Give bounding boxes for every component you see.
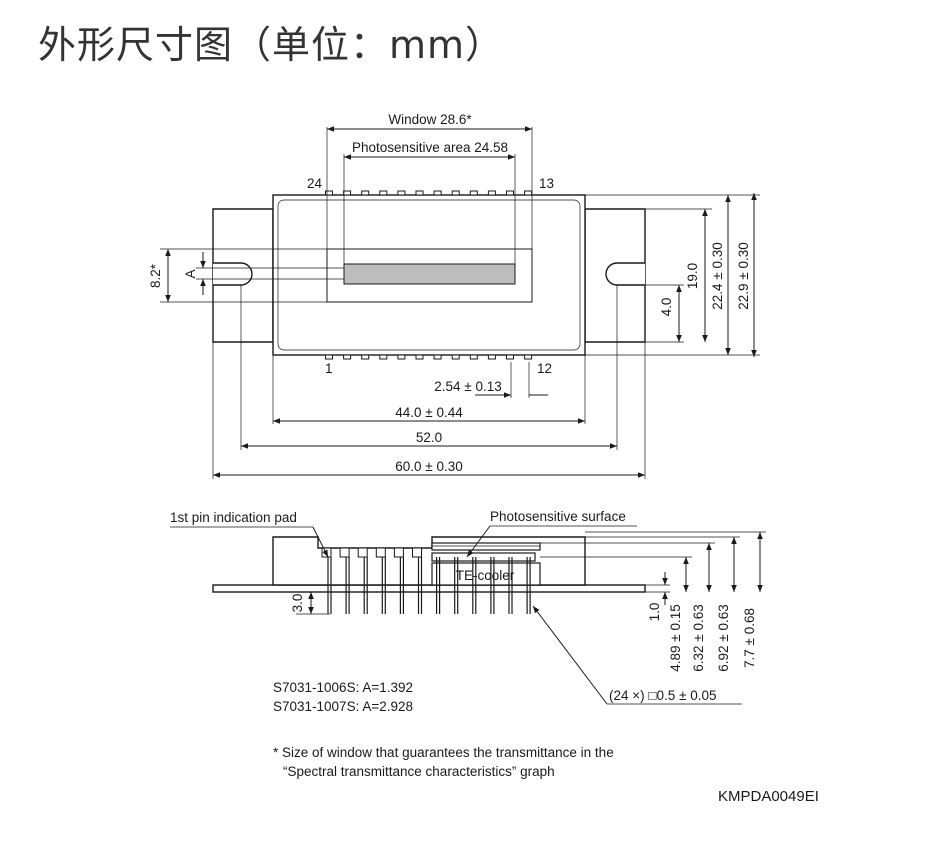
pin-pad-leader xyxy=(312,526,329,558)
top-pin xyxy=(361,190,370,196)
window-label: Window 28.6* xyxy=(388,112,472,127)
side-pin-bend xyxy=(393,547,404,558)
bottom-pin xyxy=(379,354,388,360)
side-pin-bend xyxy=(339,547,350,558)
slot-pitch-dimension: 52.0 xyxy=(416,430,442,445)
bottom-pin xyxy=(361,354,370,360)
bottom-pin xyxy=(325,354,333,360)
top-pin xyxy=(397,190,406,196)
bottom-pin xyxy=(506,354,514,360)
glass-window xyxy=(431,542,541,551)
pin-note-leader xyxy=(532,605,608,705)
bottom-pin xyxy=(451,354,460,360)
top-pin xyxy=(325,190,333,196)
bottom-pin xyxy=(487,354,496,360)
top-view: Window 28.6* Photosensitive area 24.58 2… xyxy=(148,112,760,479)
pin-size-note: (24 ×) □0.5 ± 0.05 xyxy=(609,688,717,703)
top-pin-row xyxy=(325,190,533,196)
side-pin-bend xyxy=(412,547,422,558)
pin-13-label: 13 xyxy=(539,176,554,191)
page-title: 外形尺寸图（单位：mm） xyxy=(38,23,505,67)
side-pin-bend xyxy=(375,547,386,558)
body-length-dimension: 44.0 ± 0.44 xyxy=(395,405,463,420)
top-pin xyxy=(469,190,478,196)
bottom-pin xyxy=(524,354,533,360)
pin-24-label: 24 xyxy=(307,176,323,191)
side-pin-bend xyxy=(357,547,368,558)
bottom-pin-row xyxy=(325,354,533,360)
top-pin xyxy=(379,190,388,196)
photosensitive-area xyxy=(343,263,516,285)
package-inner-outline xyxy=(277,199,581,351)
bottom-pin xyxy=(343,354,352,360)
top-pin xyxy=(343,190,352,196)
overall-length-dimension: 60.0 ± 0.30 xyxy=(395,459,462,474)
pin-12-label: 12 xyxy=(537,361,552,376)
overall-width-dimension: 22.9 ± 0.30 xyxy=(736,242,751,309)
photosensitive-surface-label: Photosensitive surface xyxy=(490,509,626,524)
right-slot xyxy=(605,262,645,286)
base-plate xyxy=(212,584,646,593)
pin-length-dimension: 3.0 xyxy=(290,594,305,613)
photosensitive-area-label: Photosensitive area 24.58 xyxy=(352,140,508,155)
surface-leader xyxy=(466,525,491,558)
window xyxy=(326,248,533,303)
dimension-A: A xyxy=(183,269,198,278)
side-pin-bend xyxy=(321,547,332,558)
te-cooler xyxy=(431,562,541,586)
top-pin xyxy=(506,190,514,196)
top-pin xyxy=(524,190,533,196)
pin-1-label: 1 xyxy=(325,361,333,376)
side-view: TE-cooler 1st pin indication pad Photose… xyxy=(170,509,766,705)
footnote-line-2: “Spectral transmittance characteristics”… xyxy=(283,764,555,779)
top-pin xyxy=(433,190,442,196)
bottom-pin xyxy=(415,354,424,360)
te-cooler-label: TE-cooler xyxy=(456,568,515,583)
top-pin xyxy=(415,190,424,196)
drawing-id: KMPDA0049EI xyxy=(718,788,819,805)
body-height-dimension: 6.92 ± 0.63 xyxy=(716,604,731,671)
window-height-dimension: 8.2* xyxy=(148,263,163,288)
flange-width-dimension: 19.0 xyxy=(685,263,700,289)
top-pin xyxy=(487,190,496,196)
top-pin xyxy=(451,190,460,196)
surface-height-dimension: 4.89 ± 0.15 xyxy=(668,604,683,671)
footnote-line-1: * Size of window that guarantees the tra… xyxy=(273,745,614,760)
bottom-pin xyxy=(469,354,478,360)
variant-1007s: S7031-1007S: A=2.928 xyxy=(273,699,413,714)
body-width-dimension: 22.4 ± 0.30 xyxy=(710,242,725,309)
pin-pad-label: 1st pin indication pad xyxy=(170,510,297,525)
bottom-pin xyxy=(433,354,442,360)
sensor-chip xyxy=(431,552,536,562)
window-height-side-dimension: 6.32 ± 0.63 xyxy=(691,604,706,671)
flange-height-dimension: 4.0 xyxy=(659,298,674,317)
left-slot xyxy=(213,262,253,286)
overall-height-dimension: 7.7 ± 0.68 xyxy=(742,608,757,668)
variant-1006s: S7031-1006S: A=1.392 xyxy=(273,680,413,695)
bottom-pin xyxy=(397,354,406,360)
pitch-dimension: 2.54 ± 0.13 xyxy=(434,379,501,394)
base-thickness-dimension: 1.0 xyxy=(647,603,662,622)
